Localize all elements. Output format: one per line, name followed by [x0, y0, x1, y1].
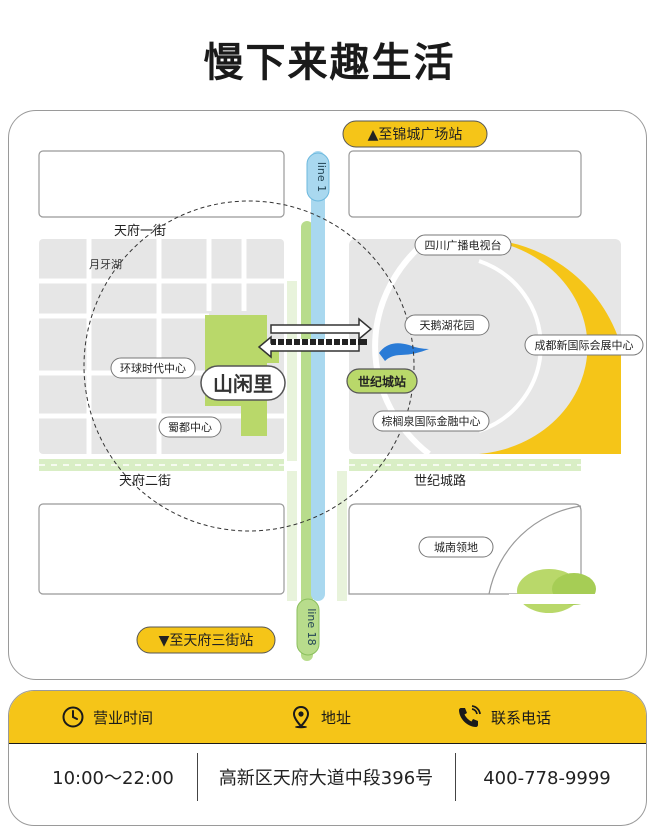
map-canvas: line 1 line 18 山闲里	[38, 120, 644, 661]
road-tianfu2: 天府二街	[119, 474, 171, 489]
brand-logo-text: 山闲里	[213, 372, 273, 396]
location-map: line 1 line 18 山闲里	[8, 110, 647, 680]
line-1-label: line 1	[306, 152, 330, 202]
place-sichuan-tv-text: 四川广播电视台	[425, 238, 502, 252]
line-18-label: line 18	[296, 598, 320, 656]
info-divider-2	[455, 753, 456, 801]
line-1-text: line 1	[315, 162, 328, 192]
place-zonglv-pill: 棕榈泉国际金融中心	[372, 410, 490, 432]
place-chengnan-pill: 城南领地	[418, 536, 494, 558]
phone-value[interactable]: 400-778-9999	[483, 768, 611, 789]
north-station-pill: ▲至锦城广场站	[342, 120, 488, 148]
underpass-connector	[257, 317, 373, 359]
north-station-text: ▲至锦城广场站	[368, 126, 463, 143]
place-huanqiu-text: 环球时代中心	[120, 361, 186, 375]
station-text: 世纪城站	[358, 374, 406, 389]
place-zonglv-text: 棕榈泉国际金融中心	[382, 414, 481, 428]
info-divider-1	[197, 753, 198, 801]
south-station-pill: ▼至天府三街站	[136, 626, 276, 654]
place-shudu-text: 蜀都中心	[168, 421, 212, 434]
hours-title: 营业时间	[61, 705, 153, 729]
info-panel: 营业时间 地址 联系电话 10:00～22:00 高新区天府大道中段396号 4…	[8, 690, 647, 826]
walking-radius-circle	[83, 200, 415, 532]
block-bottom-left	[38, 503, 285, 595]
place-chengnan-text: 城南领地	[434, 541, 478, 554]
station-label: 世纪城站	[346, 368, 418, 394]
address-value: 高新区天府大道中段396号	[218, 768, 434, 789]
clock-icon	[62, 706, 84, 728]
place-expo-text: 成都新国际会展中心	[535, 338, 634, 352]
south-station-text: ▼至天府三街站	[159, 633, 254, 649]
place-shudu-pill: 蜀都中心	[158, 416, 222, 438]
expo-arc-yellow	[479, 239, 621, 454]
hours-value: 10:00～22:00	[52, 768, 174, 789]
hours-label: 营业时间	[93, 708, 154, 727]
block-mid-right	[349, 239, 621, 454]
line-18-text: line 18	[305, 608, 318, 645]
place-expo-pill: 成都新国际会展中心	[524, 334, 644, 356]
phone-icon	[459, 705, 481, 727]
address-title: 地址	[289, 705, 351, 729]
road-tianfu1: 天府一街	[114, 224, 166, 239]
road-dashes-v	[287, 281, 347, 601]
brand-logo: 山闲里	[200, 365, 286, 401]
hill-ground	[509, 594, 619, 604]
place-sichuan-tv-pill: 四川广播电视台	[414, 234, 512, 256]
place-tiane-lake-pill: 天鹅湖花园	[404, 314, 490, 336]
place-tiane-lake-text: 天鹅湖花园	[420, 318, 475, 332]
page-title: 慢下来趣生活	[203, 40, 456, 86]
info-header	[9, 691, 646, 744]
swan-icon	[379, 343, 429, 361]
block-top-right	[348, 150, 582, 218]
place-yueya-lake: 月牙湖	[89, 258, 122, 271]
metro-line-blue	[311, 151, 325, 601]
location-pin-icon	[292, 705, 310, 729]
bottom-right-arc	[488, 505, 582, 595]
phone-title: 联系电话	[457, 705, 551, 729]
road-shijicheng: 世纪城路	[414, 473, 466, 489]
block-top-left	[38, 150, 285, 218]
phone-label: 联系电话	[491, 708, 552, 727]
place-huanqiu-pill: 环球时代中心	[110, 357, 196, 379]
address-label: 地址	[321, 708, 352, 727]
